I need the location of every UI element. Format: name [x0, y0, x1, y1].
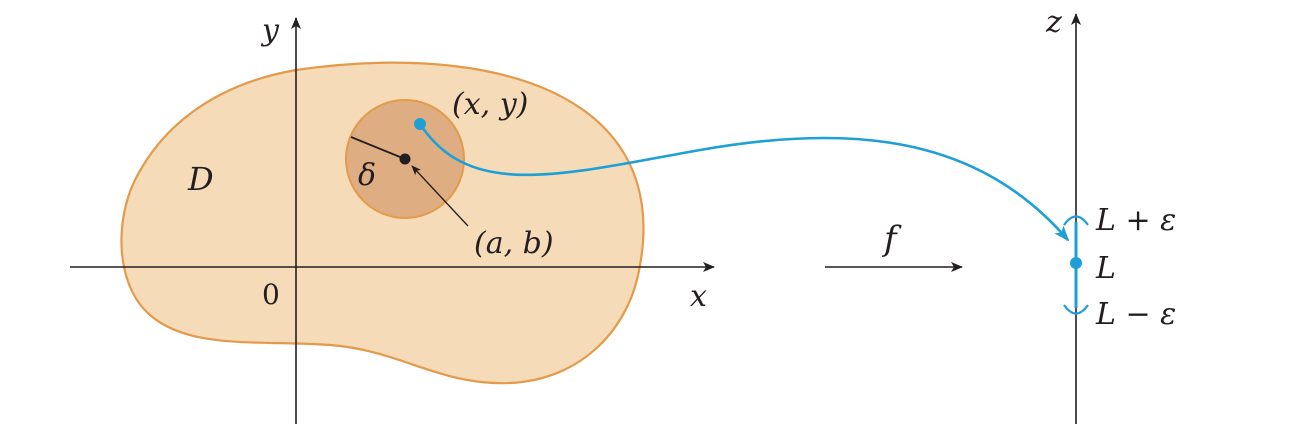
upper-bound-label: L + ε	[1095, 203, 1176, 238]
point-xy	[414, 118, 426, 130]
upper-parenthesis	[1063, 215, 1089, 226]
center-ab-label: (a, b)	[474, 226, 554, 261]
point-xy-label: (x, y)	[452, 87, 528, 122]
radius-line	[350, 136, 406, 160]
region-d	[120, 61, 645, 385]
lower-parenthesis	[1063, 304, 1089, 315]
z-axis-label: z	[1045, 5, 1062, 40]
limit-label: L	[1095, 251, 1116, 286]
center-pointer-arrow	[411, 165, 469, 227]
y-axis-label: y	[260, 13, 280, 48]
lower-bound-label: L − ε	[1095, 297, 1176, 332]
function-label: f	[881, 219, 902, 259]
limit-point	[1070, 257, 1082, 269]
origin-label: 0	[262, 278, 280, 311]
center-point	[399, 153, 411, 165]
mapping-curve	[418, 123, 1070, 242]
radius-label: δ	[358, 158, 376, 193]
x-axis-label: x	[690, 279, 707, 314]
region-label: D	[187, 160, 214, 198]
